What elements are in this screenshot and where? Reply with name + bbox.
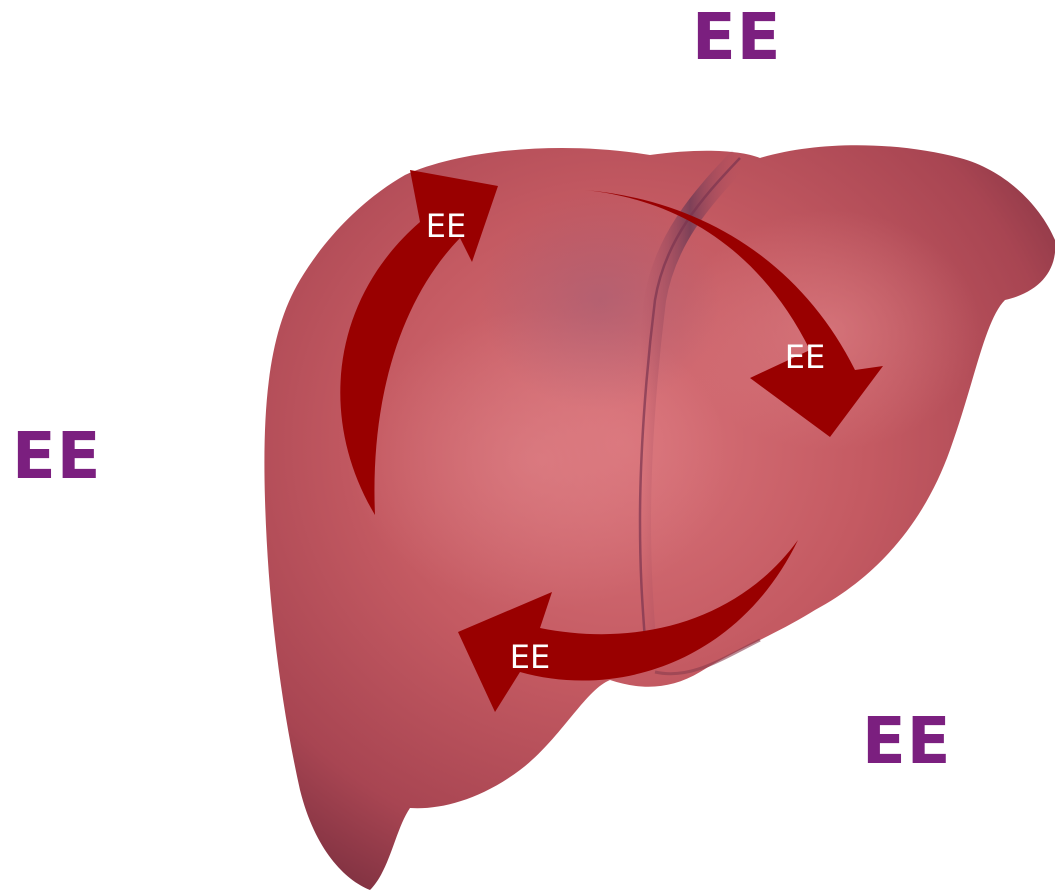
arrow-label-bottom: EE — [510, 638, 550, 676]
label-left: EE — [12, 425, 101, 489]
arrow-label-left: EE — [426, 207, 466, 245]
label-bottom-right: EE — [862, 710, 951, 774]
arrow-label-right: EE — [785, 338, 825, 376]
label-top: EE — [692, 6, 781, 70]
